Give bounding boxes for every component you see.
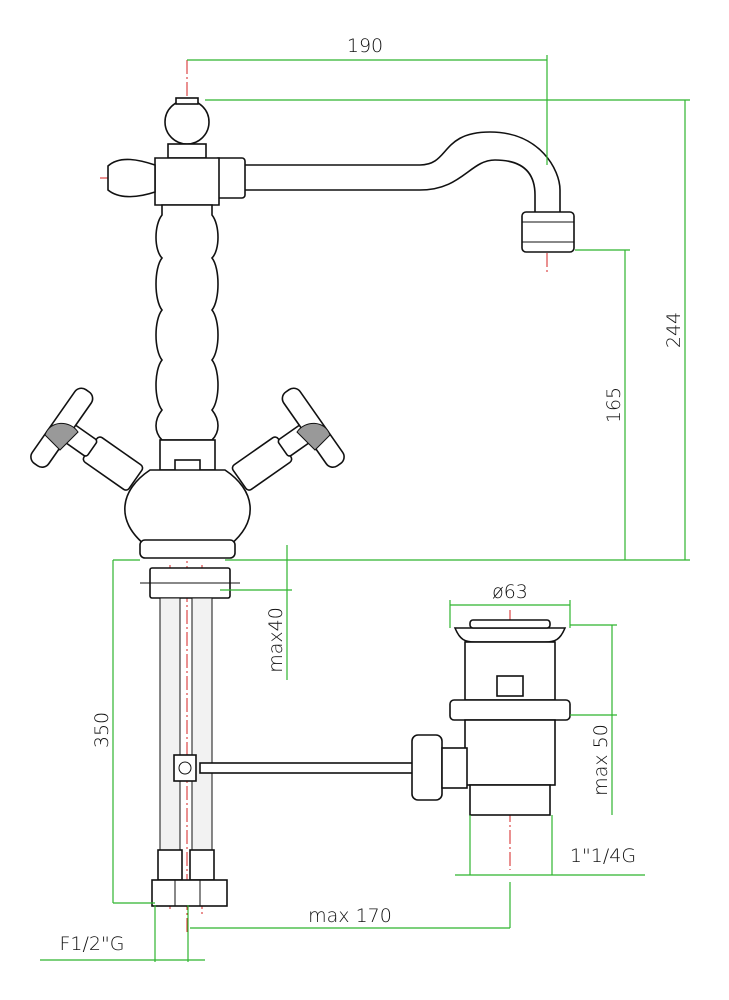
dimension-lines [40,55,690,962]
dim-label-total-height: 244 [663,312,685,348]
dim-label-max-rod: max 170 [308,905,392,927]
dim-label-inlet-thread: F1/2"G [60,933,125,955]
pop-up-drain [199,619,571,816]
dim-label-drain-max: max 50 [590,724,612,796]
faucet-body [30,97,575,559]
dim-label-drain-diameter: ø63 [492,581,528,603]
dim-label-spout-height: 165 [603,387,625,423]
dim-label-spout-reach: 190 [347,35,383,57]
dim-label-max-deck: max40 [265,607,287,673]
dim-label-hose-length: 350 [91,712,113,748]
supply-hoses [140,567,240,907]
dim-label-drain-thread: 1"1/4G [570,845,636,867]
